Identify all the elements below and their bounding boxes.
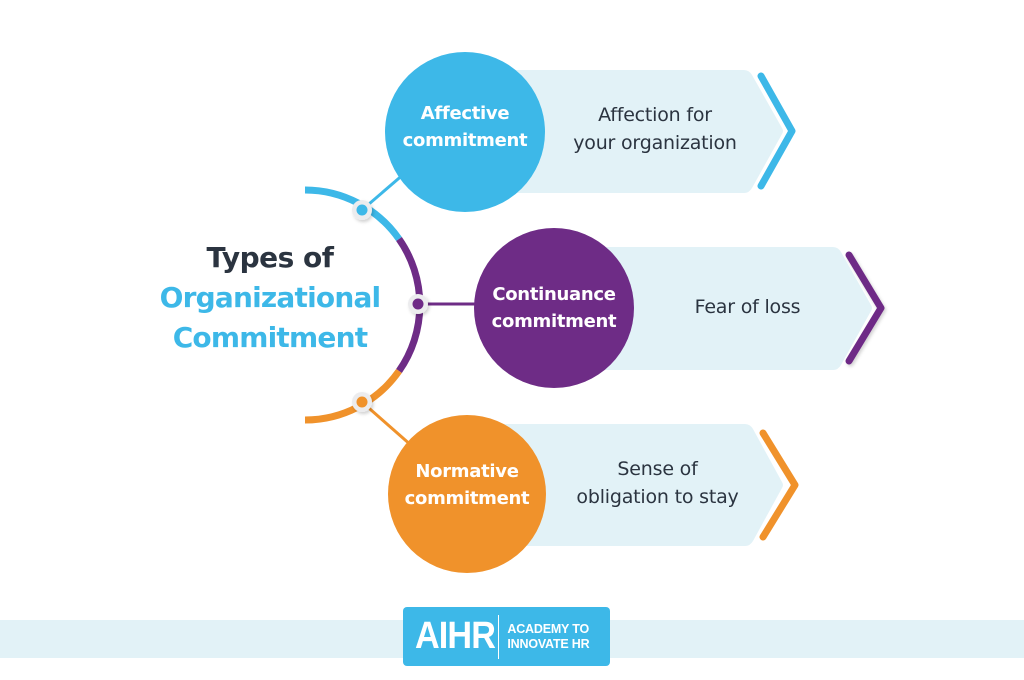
- type-circle: [474, 228, 634, 388]
- type-description-continuance: Fear of loss: [640, 293, 855, 321]
- logo-tagline: ACADEMY TO INNOVATE HR: [507, 622, 589, 652]
- type-row-normative: [388, 415, 799, 573]
- description-line-1: Sense of: [617, 458, 698, 480]
- title-line-3: Commitment: [172, 321, 368, 354]
- type-name-line-2: commitment: [404, 488, 530, 509]
- type-row-affective: [385, 52, 796, 212]
- type-name-continuance: Continuance commitment: [474, 281, 634, 335]
- type-row-continuance: [474, 228, 885, 388]
- chevron-right-icon: [759, 429, 799, 541]
- logo-tagline-line-2: INNOVATE HR: [507, 636, 590, 651]
- arc-node-affective: [352, 200, 372, 220]
- type-name-line-1: Continuance: [492, 284, 616, 305]
- chevron-right-icon: [757, 72, 796, 190]
- chevron-right-icon: [845, 251, 885, 365]
- type-circle: [388, 415, 546, 573]
- aihr-logo: AIHR ACADEMY TO INNOVATE HR: [403, 607, 610, 666]
- logo-divider: [497, 614, 500, 659]
- type-name-normative: Normative commitment: [387, 458, 547, 512]
- type-name-line-2: commitment: [402, 130, 528, 151]
- type-description-normative: Sense of obligation to stay: [550, 455, 765, 511]
- description-box: [470, 70, 783, 193]
- logo-tagline-line-1: ACADEMY TO: [507, 621, 589, 636]
- title-line-1: Types of: [206, 241, 334, 274]
- description-line-1: Affection for: [598, 104, 712, 126]
- type-description-affective: Affection for your organization: [550, 101, 760, 157]
- description-line-2: obligation to stay: [576, 486, 739, 508]
- type-name-line-2: commitment: [491, 311, 617, 332]
- logo-mark: AIHR: [415, 615, 496, 657]
- type-name-affective: Affective commitment: [385, 100, 545, 154]
- description-line-1: Fear of loss: [694, 296, 801, 318]
- diagram-title: Types of Organizational Commitment: [140, 238, 400, 358]
- type-name-line-1: Affective: [420, 103, 510, 124]
- type-name-line-1: Normative: [415, 461, 519, 482]
- description-line-2: your organization: [573, 132, 737, 154]
- arc-node-continuance: [408, 294, 428, 314]
- type-circle: [385, 52, 545, 212]
- description-box: [560, 247, 872, 370]
- connector-normative: [361, 400, 413, 448]
- title-line-2: Organizational: [159, 281, 382, 314]
- arc-node-normative: [352, 392, 372, 412]
- description-box: [470, 424, 783, 546]
